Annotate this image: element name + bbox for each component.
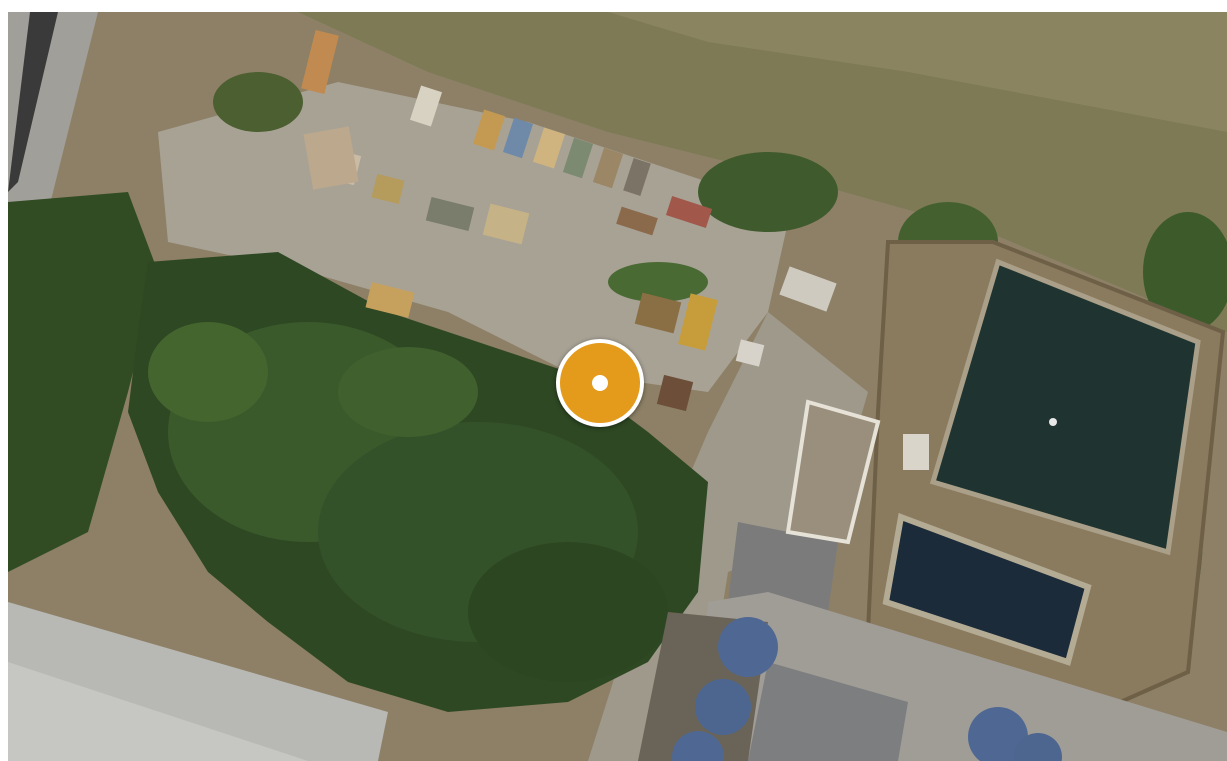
container [482,203,530,245]
tree-canopy [468,542,668,682]
storage-tank [695,679,751,735]
road-edge [8,12,58,192]
pond-large [929,258,1201,556]
container [616,206,658,236]
aerial-imagery [8,12,1227,761]
container [303,126,359,190]
shrub [698,152,838,232]
storage-tank [1014,733,1062,761]
container [472,109,506,151]
container [623,158,651,196]
container [425,197,475,231]
paved-lot [728,522,838,612]
container [656,374,694,412]
tree-canopy [338,347,478,437]
container [365,282,415,318]
gravel-road [588,312,868,761]
container [634,292,682,334]
container [779,266,837,312]
container [562,137,594,179]
container [301,29,339,95]
grass-field [298,12,1227,332]
utility-block [903,434,929,470]
pond-buoy [1049,418,1057,426]
shrub [608,262,708,302]
shrub [1143,212,1227,332]
location-marker-icon [592,375,608,391]
container [409,85,443,127]
pond-small [882,512,1092,666]
satellite-map[interactable] [8,12,1227,761]
utility-building [785,399,881,545]
storage-tank [718,617,778,677]
location-marker[interactable] [556,339,644,427]
container [592,147,624,189]
storage-tank [672,731,724,761]
building-roof [8,662,308,761]
tree-canopy [148,322,268,422]
container [678,293,718,351]
shrub [213,72,303,132]
container [735,339,765,367]
container [371,173,405,205]
roof-block [748,662,908,761]
storage-tank [968,707,1028,761]
container [502,117,534,159]
tree-cover [8,192,158,572]
container [532,127,566,169]
container [665,196,713,228]
grass-field [608,12,1227,132]
